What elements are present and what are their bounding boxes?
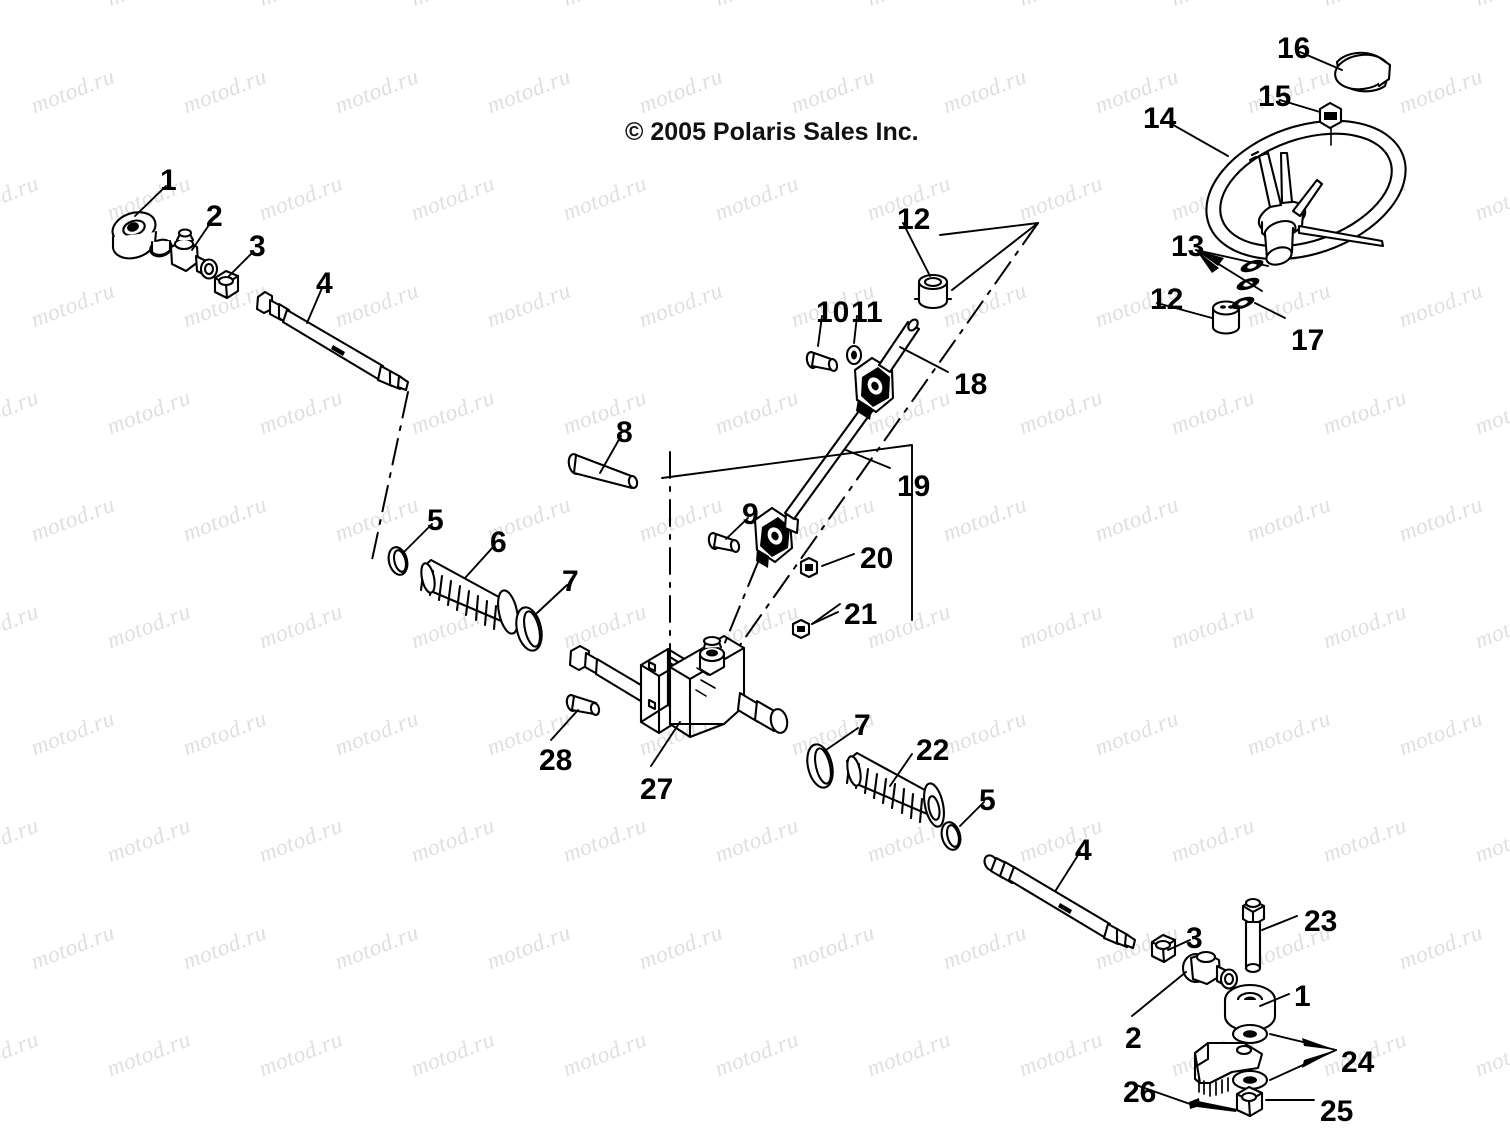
part-ball-joint-boot-lower-right	[1181, 950, 1239, 990]
callout-bushing-upper[interactable]: 12	[897, 203, 931, 236]
callout-tie-rod-end-lower-right[interactable]: 1	[1294, 980, 1311, 1013]
part-mounting-bolt-long	[567, 453, 639, 490]
callout-steering-arm-bolt[interactable]: 23	[1304, 905, 1338, 938]
copyright-notice: © 2005 Polaris Sales Inc.	[625, 118, 919, 146]
callout-boot-clamp-large-right[interactable]: 7	[854, 709, 871, 742]
callout-boot-clamp-small-right[interactable]: 5	[979, 784, 996, 817]
callout-pinion-nut[interactable]: 21	[844, 598, 878, 631]
callout-steering-wheel-nut[interactable]: 15	[1258, 80, 1292, 113]
callout-intermediate-shaft[interactable]: 19	[897, 470, 931, 503]
part-steering-wheel	[1205, 119, 1407, 266]
callout-lock-washer[interactable]: 11	[851, 296, 883, 329]
part-bearing-washer-set	[1231, 259, 1264, 310]
part-boot-clamp-large-right	[806, 743, 834, 789]
callout-jam-nut-lower-right[interactable]: 3	[1186, 922, 1203, 955]
part-steering-arm-bracket	[1193, 1041, 1264, 1097]
callout-jam-nut-upper-left[interactable]: 3	[249, 230, 266, 263]
callout-housing-bolt[interactable]: 28	[539, 744, 573, 777]
callout-u-joint-bolt-lower[interactable]: 9	[742, 498, 759, 531]
callout-cotter-pin[interactable]: 26	[1123, 1076, 1157, 1109]
callout-mounting-bolt-long[interactable]: 8	[616, 416, 633, 449]
part-lock-nut	[1235, 1085, 1264, 1118]
callout-tie-rod-upper-left[interactable]: 4	[316, 267, 333, 300]
callout-ball-joint-boot-upper-left[interactable]: 2	[206, 200, 223, 233]
part-tie-rod-end-lower-right	[1223, 983, 1277, 1032]
part-center-cap	[1334, 51, 1392, 93]
callout-bushing-lower[interactable]: 12	[1150, 283, 1184, 316]
callout-bearing-washer-set[interactable]: 13	[1171, 230, 1205, 263]
callout-tie-rod-end-upper-left[interactable]: 1	[160, 164, 177, 197]
part-steering-arm-bolt	[1241, 897, 1266, 974]
part-flat-washer-set	[1231, 1023, 1269, 1091]
part-jam-nut-upper-left	[213, 269, 240, 300]
callout-u-joint-nut-lower[interactable]: 20	[860, 542, 894, 575]
part-tie-rod-end-upper-left	[111, 211, 173, 260]
assembly-centerlines	[371, 222, 1039, 691]
callout-lock-nut[interactable]: 25	[1320, 1095, 1354, 1128]
part-boot-clamp-large-left	[515, 606, 543, 652]
part-u-joint-nut-lower	[799, 556, 819, 579]
part-cotter-pin	[1189, 1098, 1237, 1112]
callout-boot-clamp-small-left[interactable]: 5	[427, 504, 444, 537]
leader-lines	[134, 51, 1343, 1105]
part-boot-clamp-small-right	[940, 821, 962, 851]
part-u-joint-bolt-lower	[707, 532, 741, 553]
part-steering-gearbox-housing	[639, 634, 789, 739]
callout-thrust-washer[interactable]: 17	[1291, 324, 1325, 357]
callout-bellows-boot-right[interactable]: 22	[916, 734, 950, 767]
callout-bellows-boot-left[interactable]: 6	[490, 526, 507, 559]
callout-steering-wheel[interactable]: 14	[1143, 102, 1177, 135]
part-bushing-upper	[913, 273, 953, 310]
part-lock-washer	[845, 344, 863, 366]
arrowheads-13	[1196, 250, 1224, 273]
part-steering-post-upper	[877, 318, 921, 374]
part-u-joint-bolt-upper	[805, 351, 839, 372]
part-bellows-boot-left	[419, 558, 519, 635]
part-ball-joint-boot-upper-left	[169, 228, 219, 280]
part-boot-clamp-small-left	[387, 546, 409, 576]
callout-boot-clamp-large-left[interactable]: 7	[562, 565, 579, 598]
part-tie-rod-upper-left	[255, 290, 410, 392]
callout-steering-post-upper[interactable]: 18	[954, 368, 988, 401]
callout-center-cap[interactable]: 16	[1277, 32, 1311, 65]
part-jam-nut-lower-right	[1150, 933, 1177, 964]
callout-u-joint-bolt-upper[interactable]: 10	[816, 296, 850, 329]
arrowheads-24	[1302, 1038, 1336, 1068]
callout-tie-rod-lower-right[interactable]: 4	[1075, 834, 1092, 867]
part-tie-rod-lower-right	[983, 854, 1137, 950]
callout-flat-washer-set[interactable]: 24	[1341, 1046, 1375, 1079]
part-pinion-nut	[791, 618, 811, 640]
part-steering-wheel-nut	[1318, 101, 1343, 146]
callout-steering-gearbox-housing[interactable]: 27	[640, 773, 674, 806]
callout-ball-joint-boot-lower-right[interactable]: 2	[1125, 1022, 1142, 1055]
part-u-joint-upper	[853, 356, 895, 420]
